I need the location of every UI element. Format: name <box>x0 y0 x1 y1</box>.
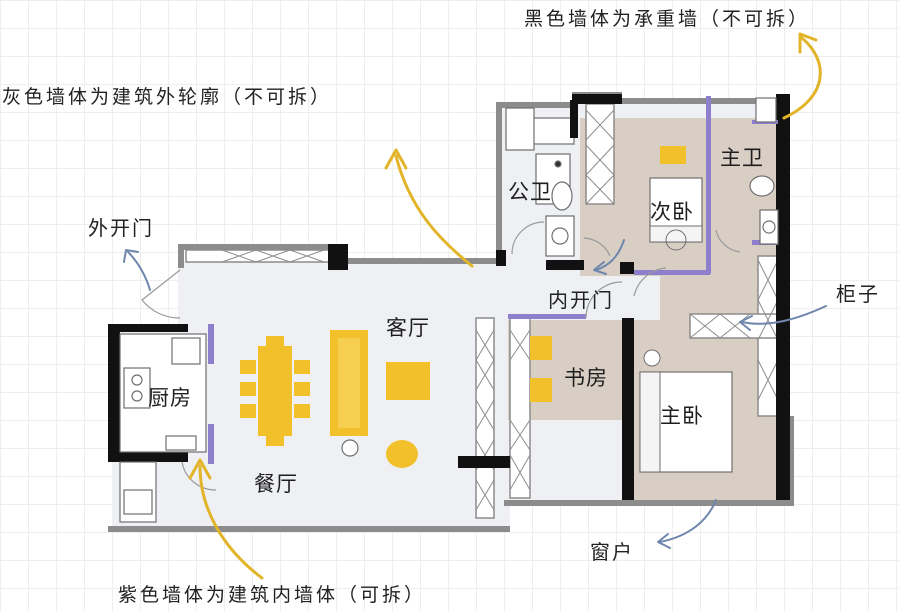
load-bearing-wall-note: 黑色墙体为承重墙（不可拆） <box>524 8 811 30</box>
arrow-cabinet <box>741 305 827 325</box>
inner-wall-note: 紫色墙体为建筑内墙体（可拆） <box>118 584 427 606</box>
arrow-outline-note <box>394 154 474 268</box>
window-bands <box>185 103 781 519</box>
load-bearing-walls <box>108 94 790 500</box>
room-label-study: 书房 <box>564 366 608 390</box>
master-bath-fixtures <box>749 97 779 245</box>
doors <box>141 221 741 491</box>
arrow-window <box>659 499 717 543</box>
dining-set <box>240 336 310 446</box>
study-furniture <box>530 336 552 402</box>
window-label: 窗户 <box>590 540 634 564</box>
room-label-living: 客厅 <box>386 316 430 340</box>
room-label-dining: 餐厅 <box>254 472 298 496</box>
arrow-inward-door <box>595 239 625 271</box>
second-bedroom-furniture <box>649 146 703 251</box>
arrow-outward-door <box>127 251 151 291</box>
room-label-master-bedroom: 主卧 <box>660 404 704 428</box>
public-bath-fixtures <box>505 107 575 257</box>
room-label-kitchen: 厨房 <box>148 386 192 410</box>
kitchen-fixtures <box>119 333 207 523</box>
arrow-load-bearing-note <box>782 36 822 120</box>
living-set <box>330 330 430 468</box>
outward-door-label: 外开门 <box>88 216 154 240</box>
room-label-second-bedroom: 次卧 <box>650 200 694 224</box>
arrow-inner-wall-note <box>198 464 264 580</box>
annotation-arrows <box>123 32 827 580</box>
outline-wall-note: 灰色墙体为建筑外轮廓（不可拆） <box>2 86 333 108</box>
cabinet-label: 柜子 <box>836 282 880 306</box>
room-label-public-bath: 公卫 <box>508 180 552 204</box>
master-bedroom-furniture <box>639 349 733 473</box>
window-cross-marks <box>221 109 779 511</box>
inward-door-label: 内开门 <box>548 288 614 312</box>
room-label-master-bath: 主卫 <box>720 146 764 170</box>
